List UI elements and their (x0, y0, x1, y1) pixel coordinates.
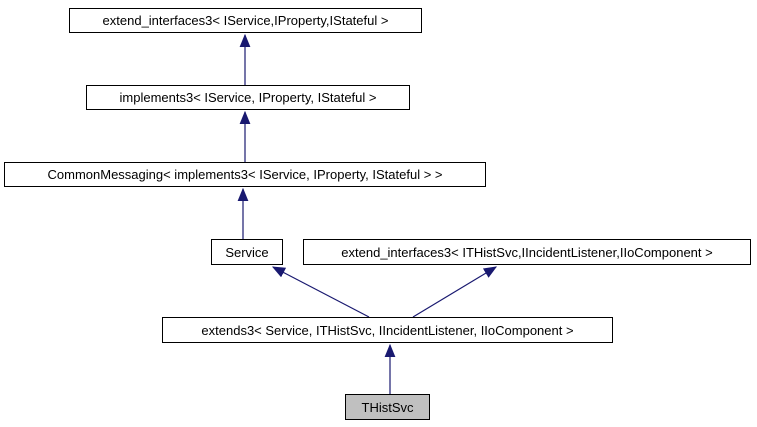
node-implements3[interactable]: implements3< IService, IProperty, IState… (86, 85, 410, 110)
node-thistsvc-current: THistSvc (345, 394, 430, 420)
node-extend-interfaces3-iservice[interactable]: extend_interfaces3< IService,IProperty,I… (69, 8, 422, 33)
node-service[interactable]: Service (211, 239, 283, 265)
edge-extends3-to-extend-interfaces3-ithistsvc (412, 266, 498, 318)
node-extends3[interactable]: extends3< Service, ITHistSvc, IIncidentL… (162, 317, 613, 343)
node-extend-interfaces3-ithistsvc[interactable]: extend_interfaces3< ITHistSvc,IIncidentL… (303, 239, 751, 265)
node-commonmessaging[interactable]: CommonMessaging< implements3< IService, … (4, 162, 486, 187)
edge-extends3-to-service (271, 266, 370, 318)
